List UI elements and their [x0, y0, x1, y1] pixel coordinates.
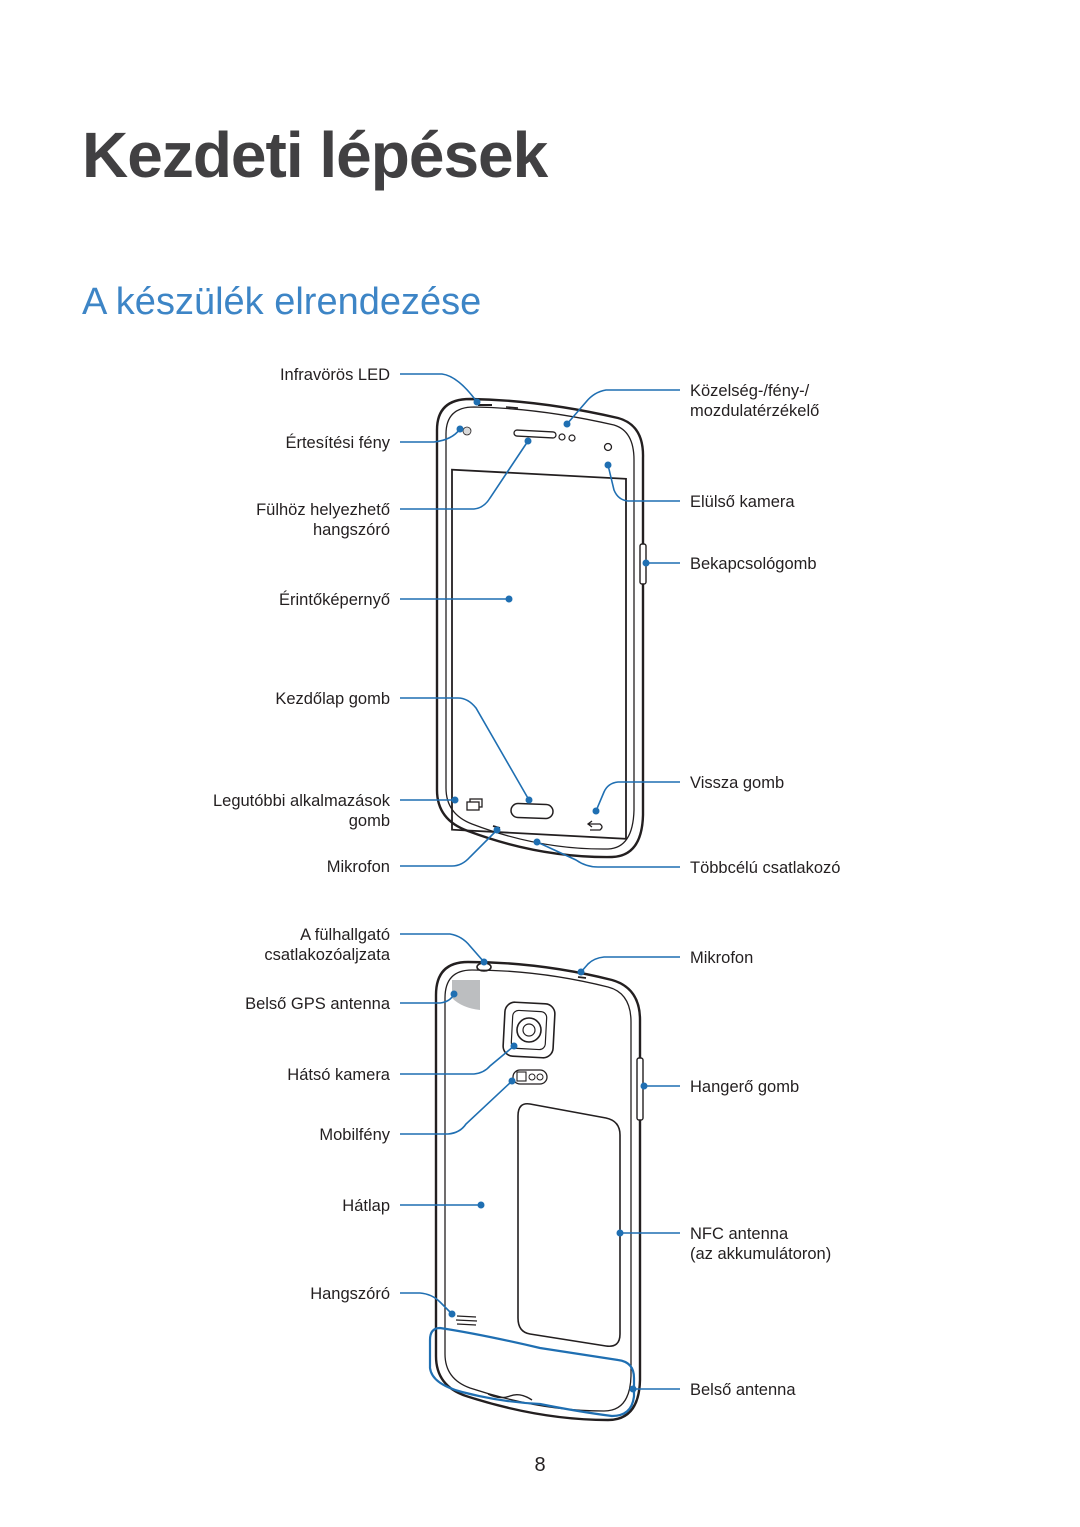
label-gps-antenna: Belső GPS antenna: [245, 995, 391, 1013]
front-leaders-left: [400, 373, 533, 867]
rear-camera-frame: [510, 1009, 548, 1051]
flash-module: [512, 1069, 548, 1085]
light-sensor: [568, 434, 576, 442]
page-number: 8: [534, 1454, 546, 1476]
front-camera-lens: [603, 442, 613, 452]
back-leaders-right: [577, 956, 680, 1393]
label-power-button: Bekapcsológomb: [690, 555, 817, 573]
touchscreen-display: [451, 468, 627, 840]
proximity-sensor: [558, 433, 566, 441]
label-back-cover: Hátlap: [342, 1197, 390, 1215]
label-infrared-led: Infravörös LED: [280, 366, 390, 384]
label-recent-apps-line2: gomb: [349, 812, 390, 830]
flash-led-1: [528, 1073, 536, 1081]
front-leaders-right: [533, 389, 680, 868]
back-labels: A fülhallgató csatlakozóaljzata Belső GP…: [245, 926, 831, 1399]
back-device-illustration: [428, 960, 644, 1422]
label-back-microphone: Mikrofon: [690, 949, 753, 967]
volume-button-key: [636, 1057, 644, 1121]
heart-rate-sensor: [516, 1071, 527, 1082]
label-nfc-line2: (az akkumulátoron): [690, 1245, 831, 1263]
back-device-inner-edge: [444, 969, 632, 1412]
label-flash: Mobilfény: [319, 1126, 390, 1144]
front-labels: Infravörös LED Értesítési fény Fülhöz he…: [213, 366, 840, 877]
label-front-microphone: Mikrofon: [327, 858, 390, 876]
label-back-button: Vissza gomb: [690, 774, 784, 792]
speaker-grille: [455, 1315, 478, 1326]
notification-light-led: [462, 426, 472, 436]
rear-camera-lens-inner: [522, 1023, 536, 1037]
section-title: A készülék elrendezése: [82, 281, 482, 323]
label-earpiece-line2: hangszóró: [313, 521, 390, 539]
label-headset-jack-line1: A fülhallgató: [300, 926, 390, 944]
bottom-edge-contour: [487, 1393, 533, 1401]
back-device-outline: [434, 960, 642, 1422]
label-speaker: Hangszóró: [310, 1285, 390, 1303]
top-mic-hole: [577, 976, 587, 979]
top-edge-slot: [505, 406, 519, 409]
label-rear-camera: Hátsó kamera: [287, 1066, 391, 1084]
back-leaders-left: [400, 933, 518, 1318]
label-sensor-line2: mozdulatérzékelő: [690, 402, 819, 420]
home-button-key: [510, 802, 554, 820]
label-front-camera: Elülső kamera: [690, 493, 795, 511]
label-volume-button: Hangerő gomb: [690, 1078, 799, 1096]
label-multipurpose-jack: Többcélú csatlakozó: [690, 859, 840, 877]
nfc-antenna-outline: [517, 1102, 621, 1348]
label-headset-jack-line2: csatlakozóaljzata: [264, 946, 390, 964]
label-notification-light: Értesítési fény: [285, 433, 390, 452]
label-recent-apps-line1: Legutóbbi alkalmazások: [213, 792, 391, 810]
label-sensor-line1: Közelség-/fény-/: [690, 382, 810, 400]
label-home-button: Kezdőlap gomb: [275, 690, 390, 708]
front-device-illustration: [435, 397, 647, 859]
label-nfc-line1: NFC antenna: [690, 1225, 789, 1243]
chapter-title: Kezdeti lépések: [82, 119, 548, 191]
front-device-inner-bezel: [445, 406, 635, 850]
label-touchscreen: Érintőképernyő: [279, 590, 390, 609]
recent-apps-icon-back: [466, 801, 480, 811]
flash-led-2: [536, 1073, 544, 1081]
front-device-outline: [435, 397, 645, 859]
label-earpiece-line1: Fülhöz helyezhető: [256, 501, 390, 519]
main-antenna-band: [428, 1326, 636, 1418]
earpiece-grille: [513, 429, 557, 439]
rear-camera-housing: [502, 1001, 556, 1059]
back-icon: [586, 820, 603, 831]
rear-camera-lens: [516, 1017, 542, 1043]
gps-antenna-patch: [452, 980, 480, 1010]
label-main-antenna: Belső antenna: [690, 1381, 796, 1399]
